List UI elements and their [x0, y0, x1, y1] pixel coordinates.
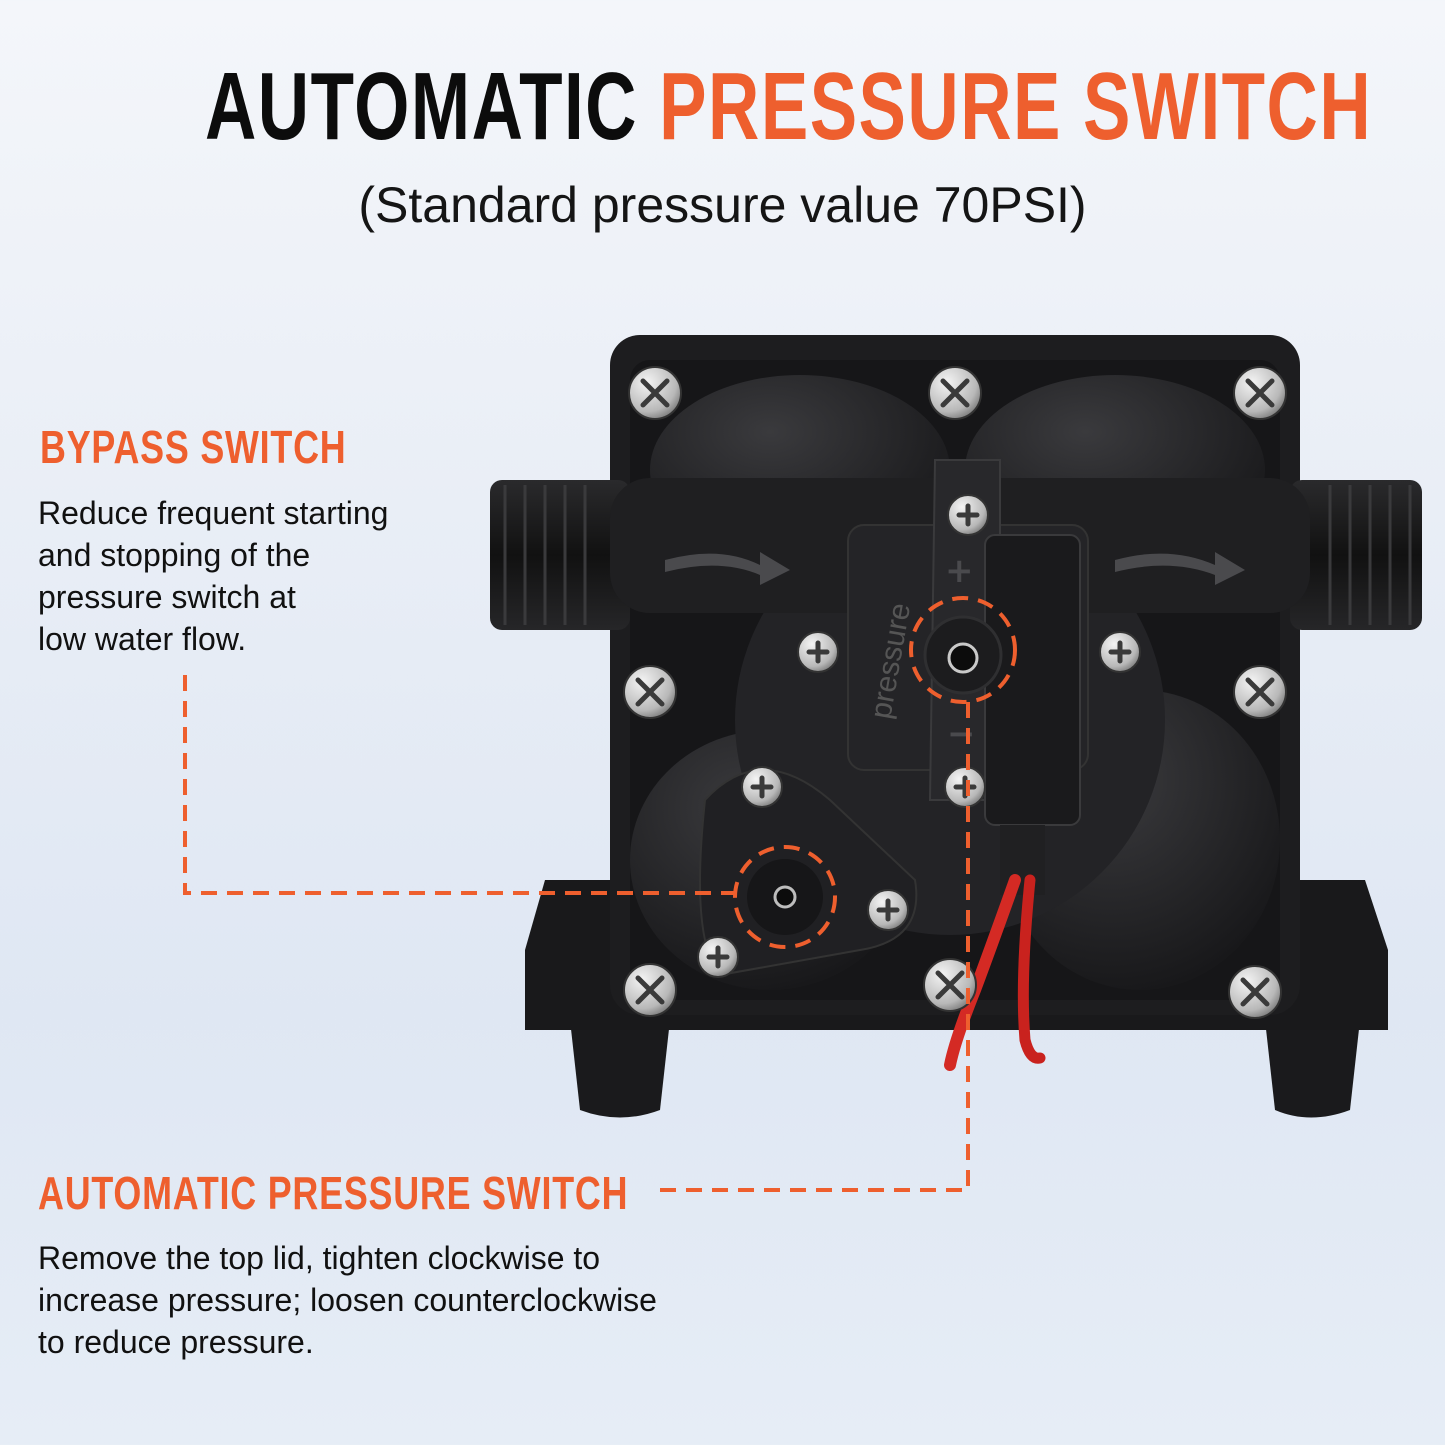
bypass-line: low water flow.: [38, 621, 247, 657]
inlet-port: [490, 480, 630, 630]
pressure-callout-line: [655, 702, 970, 1192]
page-title: AUTOMATIC PRESSURE SWITCH: [0, 52, 1445, 162]
subtitle: (Standard pressure value 70PSI): [358, 177, 1087, 233]
pressure-line: increase pressure; loosen counterclockwi…: [38, 1282, 657, 1318]
bypass-heading: BYPASS SWITCH: [40, 421, 347, 473]
pressure-line: to reduce pressure.: [38, 1324, 314, 1360]
pressure-switch-description: Remove the top lid, tighten clockwise to…: [38, 1237, 657, 1363]
wire-connector: [984, 534, 1081, 826]
flow-arrow-left-icon: [665, 552, 790, 585]
plus-icon: +: [945, 551, 974, 591]
bypass-callout-line: [183, 675, 735, 895]
bypass-line: Reduce frequent starting: [38, 495, 389, 531]
bypass-line: and stopping of the: [38, 537, 311, 573]
minus-icon: −: [947, 714, 976, 754]
pump-foot-left: [570, 1020, 670, 1118]
title-part-1: AUTOMATIC: [205, 53, 638, 160]
flow-arrow-right-icon: [1115, 552, 1245, 585]
pump-foot-right: [1265, 1020, 1360, 1118]
bypass-line: pressure switch at: [38, 579, 296, 615]
pressure-line: Remove the top lid, tighten clockwise to: [38, 1240, 601, 1276]
bypass-description: Reduce frequent starting and stopping of…: [38, 492, 388, 660]
red-wire-2: [1017, 874, 1046, 1064]
title-part-2: PRESSURE SWITCH: [659, 53, 1373, 160]
pressure-switch-highlight: [909, 596, 1017, 704]
pressure-switch-heading: AUTOMATIC PRESSURE SWITCH: [38, 1167, 629, 1219]
bypass-switch-highlight: [733, 845, 837, 949]
